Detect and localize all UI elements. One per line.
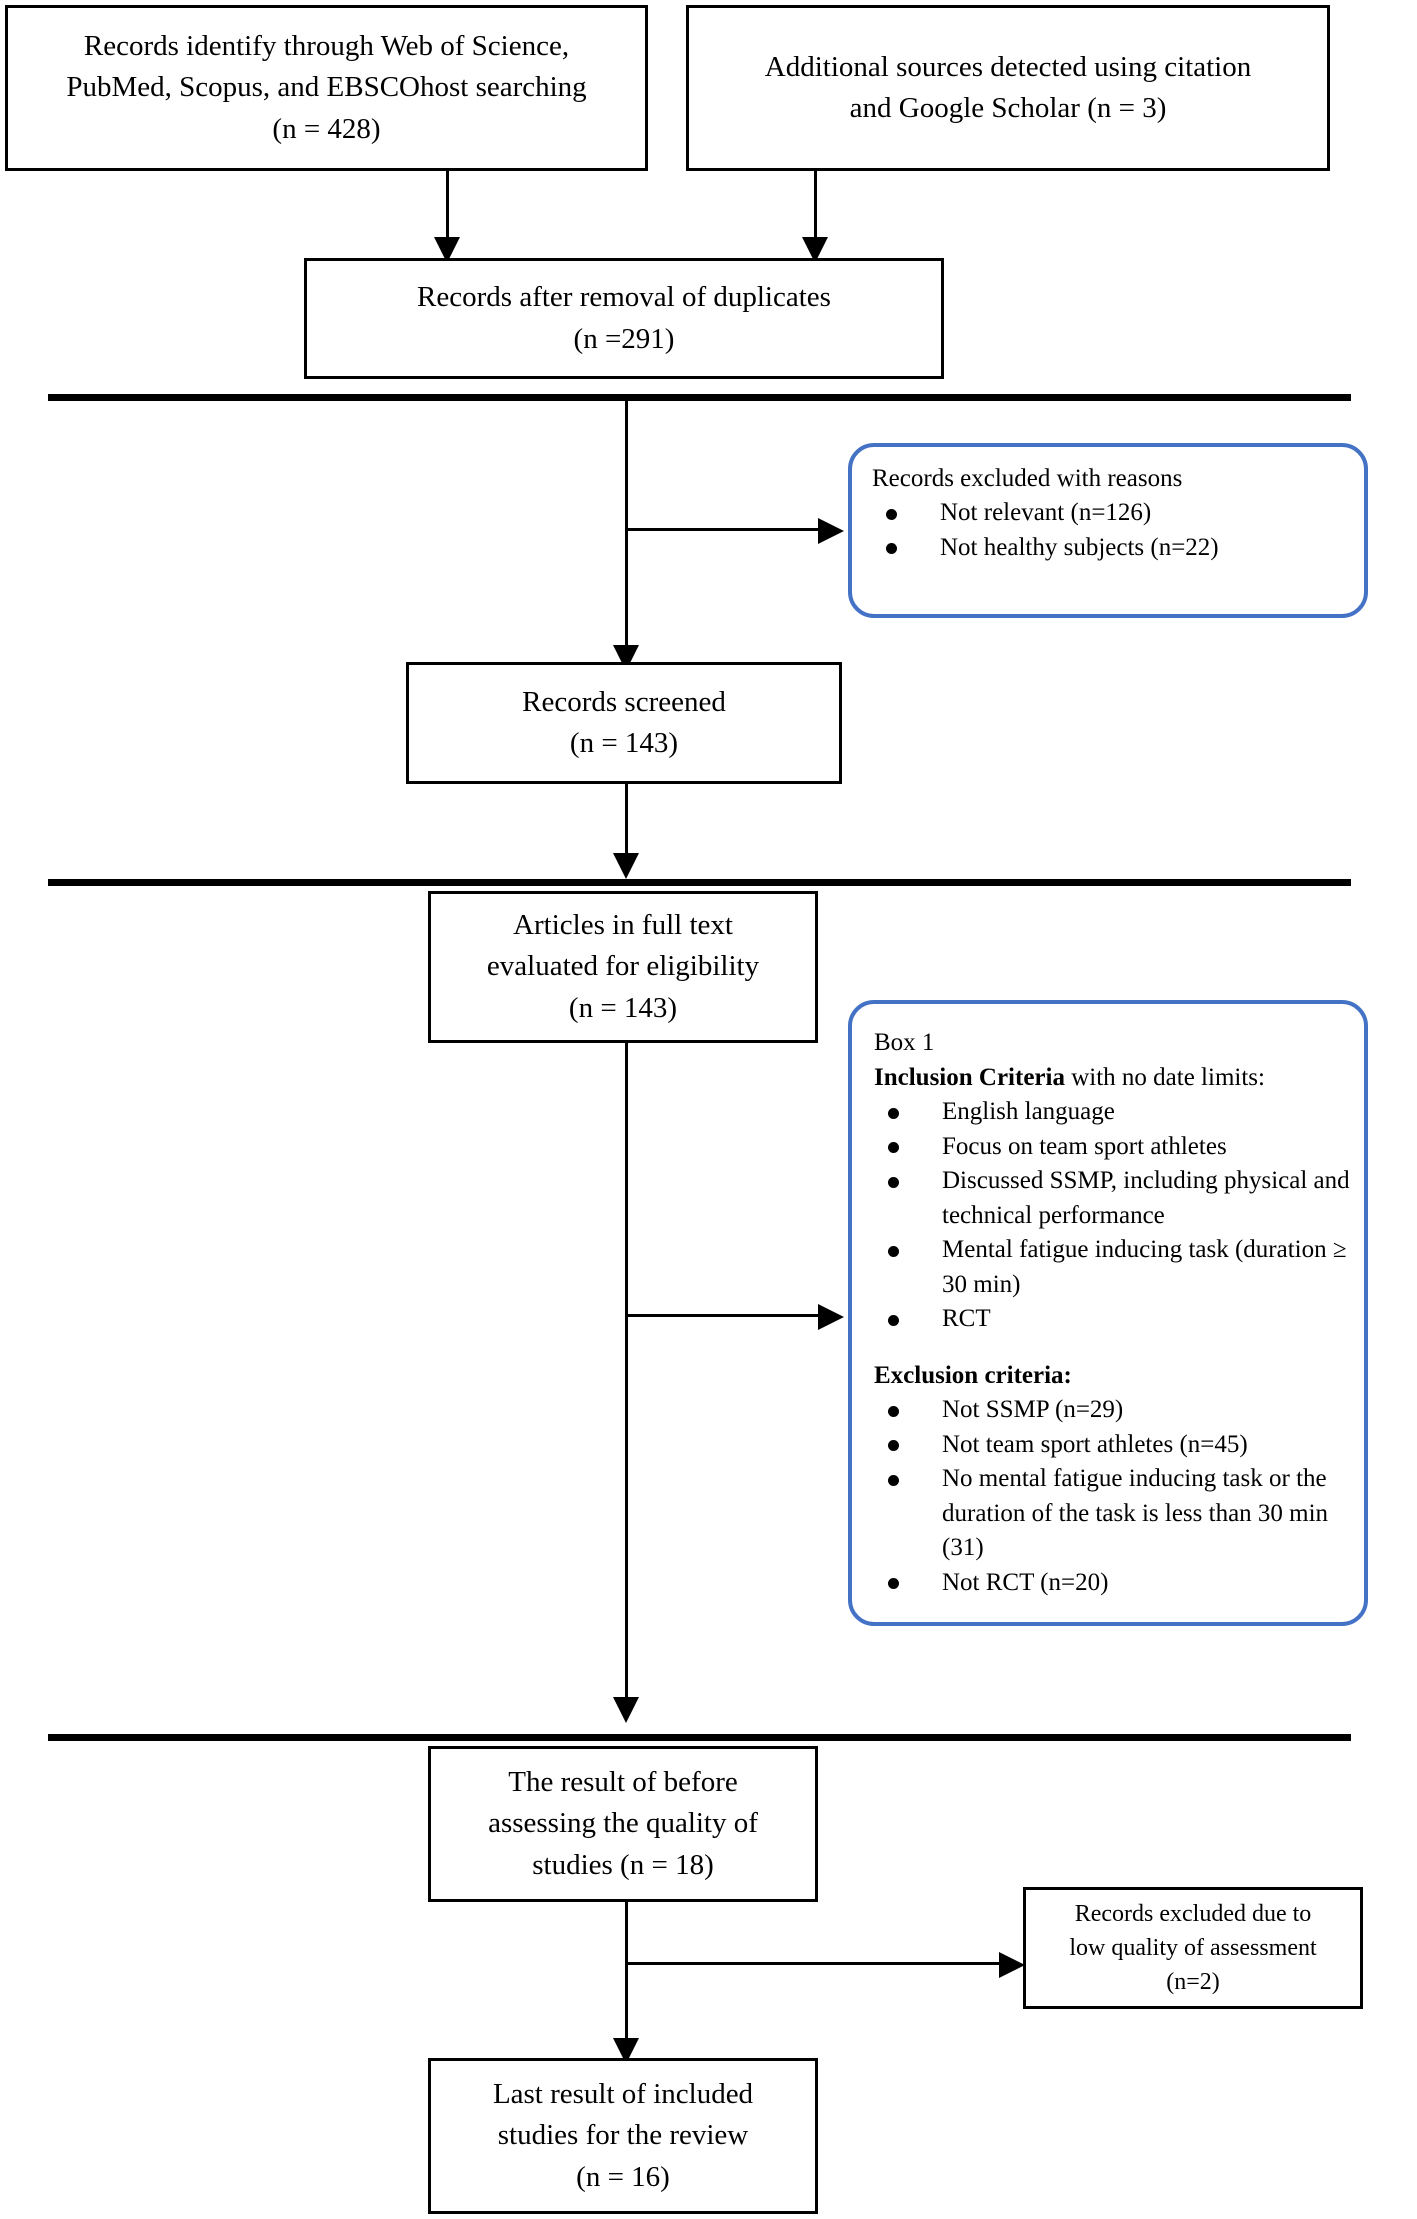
inclusion-criteria-heading-rest: with no date limits: xyxy=(1064,1063,1265,1091)
bullet-icon xyxy=(888,1176,899,1188)
list-item-label: Discussed SSMP, including physical and t… xyxy=(942,1167,1350,1229)
connector-identified-to-duplicates xyxy=(446,171,449,243)
list-item: Not SSMP (n=29) xyxy=(874,1393,1358,1428)
bullet-icon xyxy=(886,543,897,554)
callout-criteria-box1-content: Box 1 Inclusion Criteria with no date li… xyxy=(874,1026,1358,1600)
box-records-screened-text: Records screened (n = 143) xyxy=(522,685,726,759)
connector-screened-to-fulltext xyxy=(625,784,628,858)
list-item-label: Mental fatigue inducing task (duration ≥… xyxy=(942,1236,1347,1298)
criteria-box-label: Box 1 xyxy=(874,1029,935,1056)
list-item-label: Not healthy subjects (n=22) xyxy=(940,533,1219,561)
list-item: No mental fatigue inducing task or the d… xyxy=(874,1462,1358,1566)
connector-fulltext-to-quality xyxy=(625,1043,628,1703)
list-item: Not team sport athletes (n=45) xyxy=(874,1428,1358,1463)
box-full-text-eligibility: Articles in full text evaluated for elig… xyxy=(428,891,818,1043)
list-item-label: Not RCT (n=20) xyxy=(942,1568,1109,1596)
bullet-icon xyxy=(888,1474,899,1486)
box-last-result-included: Last result of included studies for the … xyxy=(428,2058,818,2214)
stage-separator-included xyxy=(48,1734,1351,1741)
stage-separator-screening xyxy=(48,394,1351,401)
list-item-label: Not relevant (n=126) xyxy=(940,499,1152,526)
box-excluded-low-quality: Records excluded due to low quality of a… xyxy=(1023,1887,1363,2009)
list-item-label: Not team sport athletes (n=45) xyxy=(942,1430,1248,1458)
list-item-label: No mental fatigue inducing task or the d… xyxy=(942,1465,1329,1561)
connector-quality-to-excluded xyxy=(625,1962,1003,1965)
excluded-callout-list: Not relevant (n=126) Not healthy subject… xyxy=(872,496,1358,565)
box-last-result-included-text: Last result of included studies for the … xyxy=(492,2078,754,2193)
box-records-identified-text: Records identify through Web of Science,… xyxy=(66,30,587,145)
inclusion-criteria-heading-bold: Inclusion Criteria xyxy=(874,1063,1065,1091)
bullet-icon xyxy=(886,508,897,520)
callout-records-excluded-content: Records excluded with reasons Not releva… xyxy=(872,461,1358,565)
box-excluded-low-quality-text: Records excluded due to low quality of a… xyxy=(1069,1900,1317,1996)
bullet-icon xyxy=(888,1578,899,1589)
list-item-label: RCT xyxy=(942,1305,991,1332)
box-before-quality-assessment-text: The result of before assessing the quali… xyxy=(488,1766,758,1881)
connector-fulltext-to-criteria xyxy=(625,1314,822,1317)
callout-criteria-box1 xyxy=(848,1000,1368,1626)
arrowhead-fulltext-to-quality xyxy=(613,1697,639,1723)
list-item: Discussed SSMP, including physical and t… xyxy=(874,1164,1358,1233)
box-records-screened: Records screened (n = 143) xyxy=(406,662,842,784)
inclusion-criteria-list: English language Focus on team sport ath… xyxy=(874,1095,1358,1337)
list-item: Not RCT (n=20) xyxy=(874,1566,1358,1601)
inclusion-criteria-heading: Inclusion Criteria with no date limits: xyxy=(874,1061,1358,1096)
criteria-section-gap xyxy=(874,1337,1358,1359)
exclusion-criteria-heading: Exclusion criteria: xyxy=(874,1359,1358,1394)
list-item: Focus on team sport athletes xyxy=(874,1130,1358,1165)
bullet-icon xyxy=(888,1440,899,1451)
list-item-label: English language xyxy=(942,1098,1115,1125)
bullet-icon xyxy=(888,1142,899,1153)
bullet-icon xyxy=(888,1405,899,1417)
bullet-icon xyxy=(888,1107,899,1119)
list-item-label: Focus on team sport athletes xyxy=(942,1132,1227,1160)
bullet-icon xyxy=(888,1314,899,1326)
list-item: RCT xyxy=(874,1302,1358,1337)
box-additional-sources: Additional sources detected using citati… xyxy=(686,5,1330,171)
list-item: Not relevant (n=126) xyxy=(872,496,1358,531)
callout-records-excluded xyxy=(848,443,1368,618)
arrowhead-screened-to-excluded xyxy=(818,518,844,544)
connector-duplicates-to-screened xyxy=(625,394,628,651)
exclusion-criteria-list: Not SSMP (n=29) Not team sport athletes … xyxy=(874,1393,1358,1600)
arrowhead-screened-to-fulltext xyxy=(613,853,639,879)
bullet-icon xyxy=(888,1245,899,1257)
arrowhead-fulltext-to-criteria xyxy=(818,1304,844,1330)
box-additional-sources-text: Additional sources detected using citati… xyxy=(764,50,1252,124)
excluded-callout-title: Records excluded with reasons xyxy=(872,465,1183,492)
box-before-quality-assessment: The result of before assessing the quali… xyxy=(428,1746,818,1902)
connector-quality-to-final xyxy=(625,1902,628,2044)
list-item: Mental fatigue inducing task (duration ≥… xyxy=(874,1233,1358,1302)
arrowhead-quality-to-excluded xyxy=(999,1952,1025,1978)
stage-separator-eligibility xyxy=(48,879,1351,886)
list-item: Not healthy subjects (n=22) xyxy=(872,531,1358,566)
box-after-duplicates-text: Records after removal of duplicates (n =… xyxy=(417,281,831,355)
exclusion-criteria-heading-bold: Exclusion criteria: xyxy=(874,1361,1072,1389)
list-item: English language xyxy=(874,1095,1358,1130)
box-after-duplicates: Records after removal of duplicates (n =… xyxy=(304,258,944,379)
box-records-identified: Records identify through Web of Science,… xyxy=(5,5,648,171)
list-item-label: Not SSMP (n=29) xyxy=(942,1396,1124,1423)
connector-additional-to-duplicates xyxy=(814,171,817,243)
box-full-text-eligibility-text: Articles in full text evaluated for elig… xyxy=(486,909,760,1024)
connector-screened-to-excluded xyxy=(625,528,822,531)
